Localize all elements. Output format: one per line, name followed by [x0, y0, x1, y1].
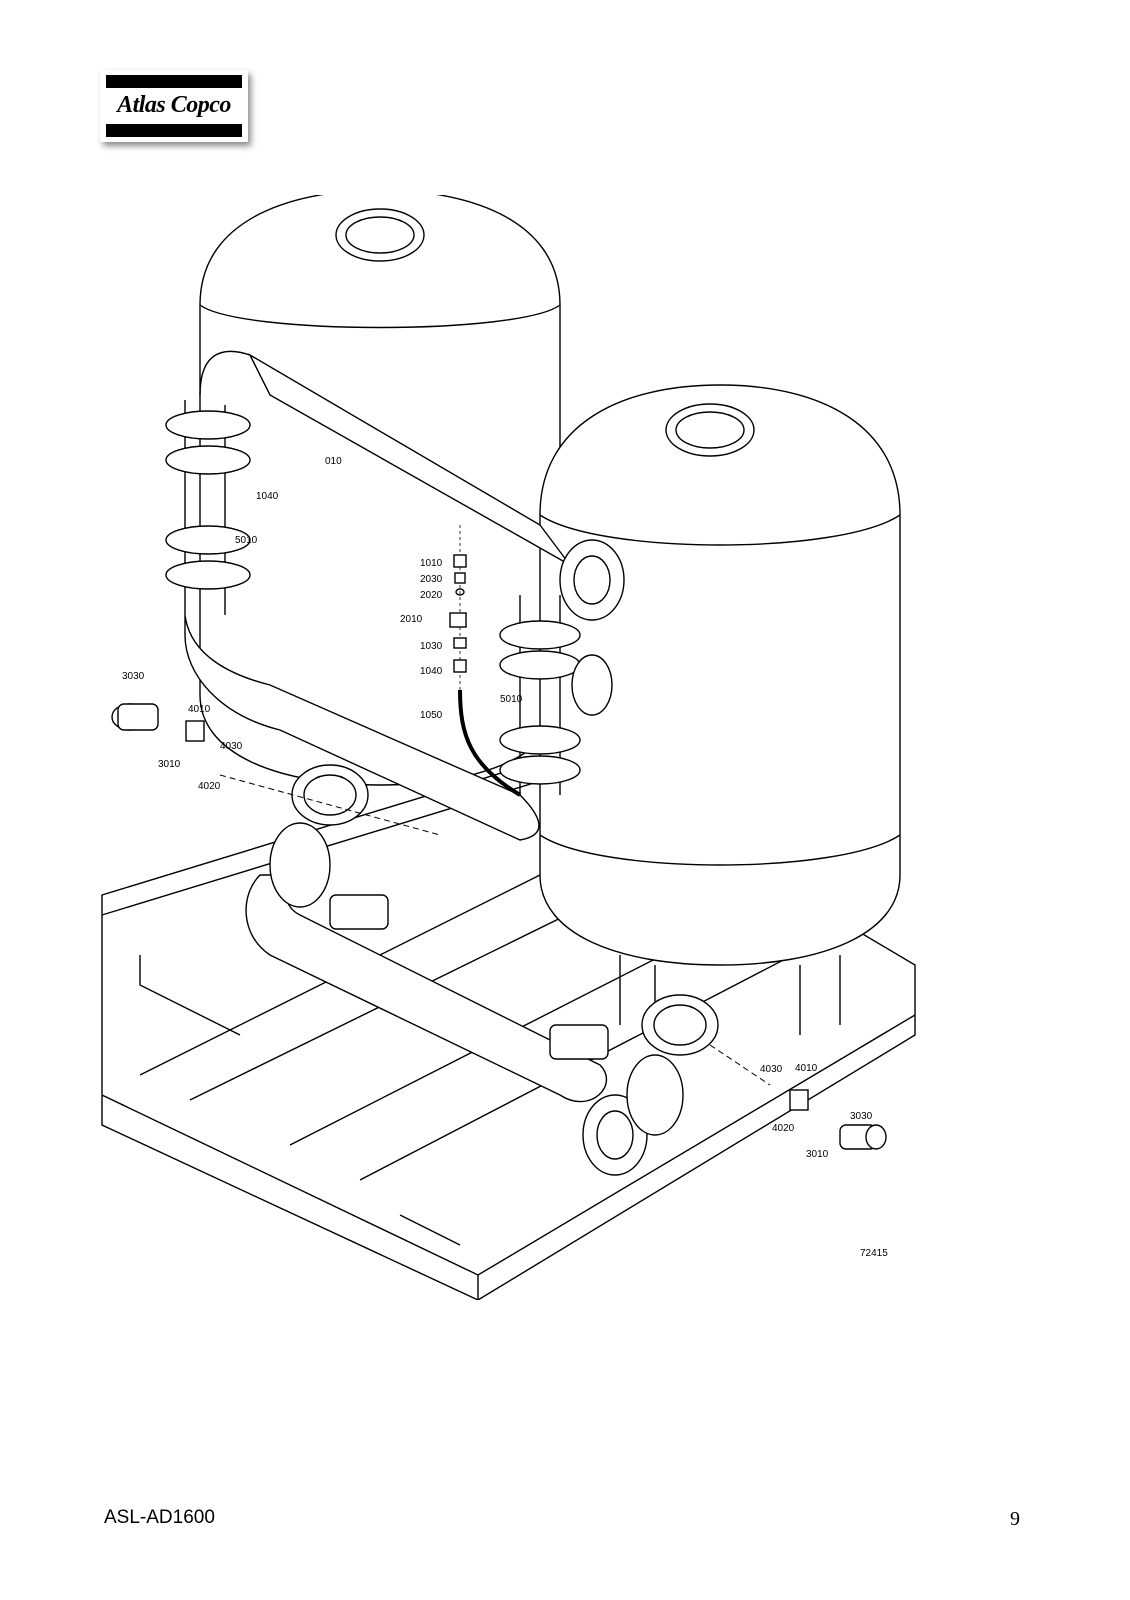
callout-2030: 2030 — [420, 574, 443, 585]
drain-hose — [458, 689, 522, 797]
rear-vessel — [199, 195, 561, 786]
callout-5010: 5010 — [500, 694, 523, 705]
callout-1030: 1030 — [420, 641, 443, 652]
upper-header-pipe — [184, 350, 625, 621]
left-valve-stack — [165, 410, 251, 590]
front-vessel — [539, 384, 901, 1035]
callout-1040: 1040 — [420, 666, 443, 677]
logo-bar-top — [106, 75, 242, 88]
callout-1050: 1050 — [420, 710, 443, 721]
callout-3030-left: 3030 — [122, 671, 145, 682]
atlas-copco-logo: Atlas Copco — [100, 70, 248, 142]
callout-4010-right: 4010 — [795, 1063, 818, 1074]
callout-2010: 2010 — [400, 614, 423, 625]
callout-labels: 010 1040 5010 1010 2030 2020 2010 1030 1… — [122, 456, 888, 1259]
page-number: 9 — [1010, 1508, 1020, 1530]
callout-3010-right: 3010 — [806, 1149, 829, 1160]
footer-model: ASL-AD1600 — [104, 1507, 215, 1528]
logo-bar-bottom — [106, 124, 242, 137]
right-valve-stack — [499, 595, 613, 795]
left-solenoid-assembly — [111, 703, 441, 836]
callout-3030-right: 3030 — [850, 1111, 873, 1122]
callout-4020-left: 4020 — [198, 781, 221, 792]
callout-1010: 1010 — [420, 558, 443, 569]
lower-header-pipe — [184, 614, 540, 841]
callout-4020-right: 4020 — [772, 1123, 795, 1134]
callout-2020: 2020 — [420, 590, 443, 601]
right-solenoid-assembly — [709, 1044, 887, 1150]
callout-010: 010 — [325, 456, 342, 467]
callout-1040-left: 1040 — [256, 491, 279, 502]
callout-4010-left: 4010 — [188, 704, 211, 715]
center-exploded-parts — [449, 525, 467, 695]
callout-4030-left: 4030 — [220, 741, 243, 752]
callout-4030-right: 4030 — [760, 1064, 783, 1075]
bottom-manifold — [245, 764, 719, 1176]
logo-wordmark: Atlas Copco — [117, 92, 231, 118]
callout-3010-left: 3010 — [158, 759, 181, 770]
figure-number: 72415 — [860, 1248, 888, 1259]
callout-5010-left: 5010 — [235, 535, 258, 546]
dryer-exploded-drawing: 010 1040 5010 1010 2030 2020 2010 1030 1… — [101, 195, 916, 1300]
